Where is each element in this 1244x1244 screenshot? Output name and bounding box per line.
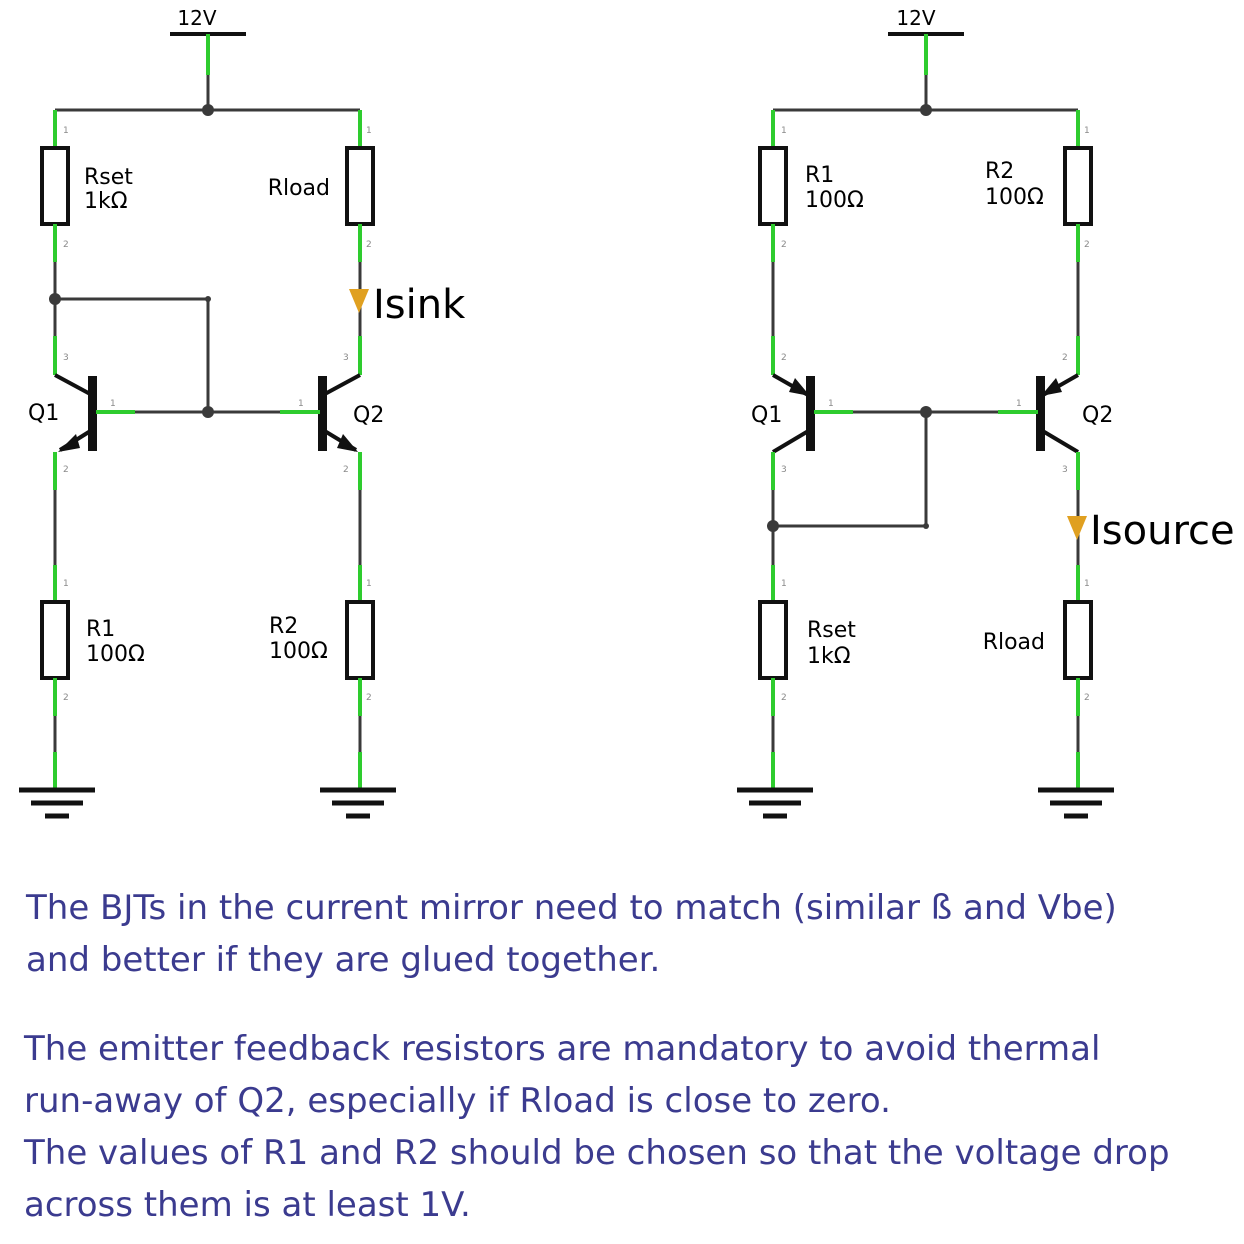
pin-label: 2 <box>343 465 349 475</box>
source-q1-label: Q1 <box>751 403 782 428</box>
source-q2-transistor <box>998 373 1080 454</box>
source-r1-value: 100Ω <box>805 188 864 213</box>
pin-label: 1 <box>828 399 834 409</box>
sink-r1-name: R1 <box>86 617 115 642</box>
note-line: The BJTs in the current mirror need to m… <box>26 888 1117 928</box>
pin-label: 2 <box>781 693 787 703</box>
source-supply: 12V <box>888 6 964 116</box>
sink-rset-name: Rset <box>84 165 133 190</box>
pin-label: 1 <box>1084 126 1090 136</box>
source-r1-resistor <box>758 146 788 226</box>
sink-ground-left <box>19 790 95 816</box>
pin-label: 3 <box>343 353 349 363</box>
sink-r2-value: 100Ω <box>269 639 328 664</box>
source-rset-resistor <box>758 600 788 680</box>
sink-rset-value: 1kΩ <box>84 189 128 214</box>
sink-ground-right <box>320 790 396 816</box>
sink-current-arrow <box>349 289 369 313</box>
note-line: The emitter feedback resistors are manda… <box>24 1029 1101 1069</box>
sink-q2-label: Q2 <box>353 403 384 428</box>
pin-label: 1 <box>298 399 304 409</box>
sink-supply-label: 12V <box>177 6 216 30</box>
note-matching: The BJTs in the current mirror need to m… <box>26 882 1117 986</box>
pin-label: 2 <box>366 240 372 250</box>
pin-label: 3 <box>63 353 69 363</box>
pin-label: 1 <box>1084 579 1090 589</box>
pin-label: 1 <box>781 126 787 136</box>
sink-rload-name: Rload <box>268 176 330 201</box>
pin-label: 2 <box>63 465 69 475</box>
pin-label: 2 <box>63 240 69 250</box>
source-r2-value: 100Ω <box>985 185 1044 210</box>
sink-r2-name: R2 <box>269 614 298 639</box>
sink-current-label: Isink <box>373 282 466 328</box>
schematic-diagram: 12V <box>0 6 1235 860</box>
source-r2-resistor <box>1063 146 1093 226</box>
pin-label: 1 <box>1016 399 1022 409</box>
note-line: and better if they are glued together. <box>26 940 661 980</box>
sink-q2-transistor <box>280 373 361 452</box>
sink-r1-resistor <box>40 600 70 680</box>
sink-rset-resistor <box>40 146 70 226</box>
source-r2-name: R2 <box>985 159 1014 184</box>
source-rset-name: Rset <box>807 618 856 643</box>
pin-label: 1 <box>63 579 69 589</box>
pin-label: 3 <box>1062 465 1068 475</box>
pin-label: 1 <box>366 126 372 136</box>
source-rload-name: Rload <box>983 630 1045 655</box>
sink-r2-resistor <box>345 600 375 680</box>
sink-q1-transistor <box>54 373 135 452</box>
sink-rload-resistor <box>345 146 375 226</box>
pin-label: 2 <box>1084 240 1090 250</box>
source-rload-resistor <box>1063 600 1093 680</box>
pin-label: 2 <box>1084 693 1090 703</box>
pin-label: 1 <box>63 126 69 136</box>
source-ground-left <box>737 790 813 816</box>
pin-label: 1 <box>110 399 116 409</box>
pin-label: 1 <box>781 579 787 589</box>
pin-label: 2 <box>63 693 69 703</box>
sink-circuit: 12V <box>19 6 466 816</box>
note-line: The values of R1 and R2 should be chosen… <box>24 1133 1170 1173</box>
source-current-arrow <box>1067 516 1087 540</box>
note-line: across them is at least 1V. <box>24 1185 471 1225</box>
source-current-label: Isource <box>1090 508 1235 554</box>
pin-label: 2 <box>1062 353 1068 363</box>
note-emitter-resistors: The emitter feedback resistors are manda… <box>24 1023 1170 1231</box>
source-q2-label: Q2 <box>1082 403 1113 428</box>
source-q1-transistor <box>771 373 853 454</box>
note-line: run-away of Q2, especially if Rload is c… <box>24 1081 891 1121</box>
source-r1-name: R1 <box>805 163 834 188</box>
pin-label: 2 <box>366 693 372 703</box>
source-ground-right <box>1038 790 1114 816</box>
sink-supply: 12V <box>170 6 246 116</box>
sink-q1-label: Q1 <box>28 401 59 426</box>
pin-label: 3 <box>781 465 787 475</box>
source-circuit: 12V <box>737 6 1235 816</box>
pin-label: 2 <box>781 240 787 250</box>
pin-label: 2 <box>781 353 787 363</box>
source-supply-label: 12V <box>896 6 935 30</box>
sink-r1-value: 100Ω <box>86 642 145 667</box>
source-rset-value: 1kΩ <box>807 644 851 669</box>
pin-label: 1 <box>366 579 372 589</box>
